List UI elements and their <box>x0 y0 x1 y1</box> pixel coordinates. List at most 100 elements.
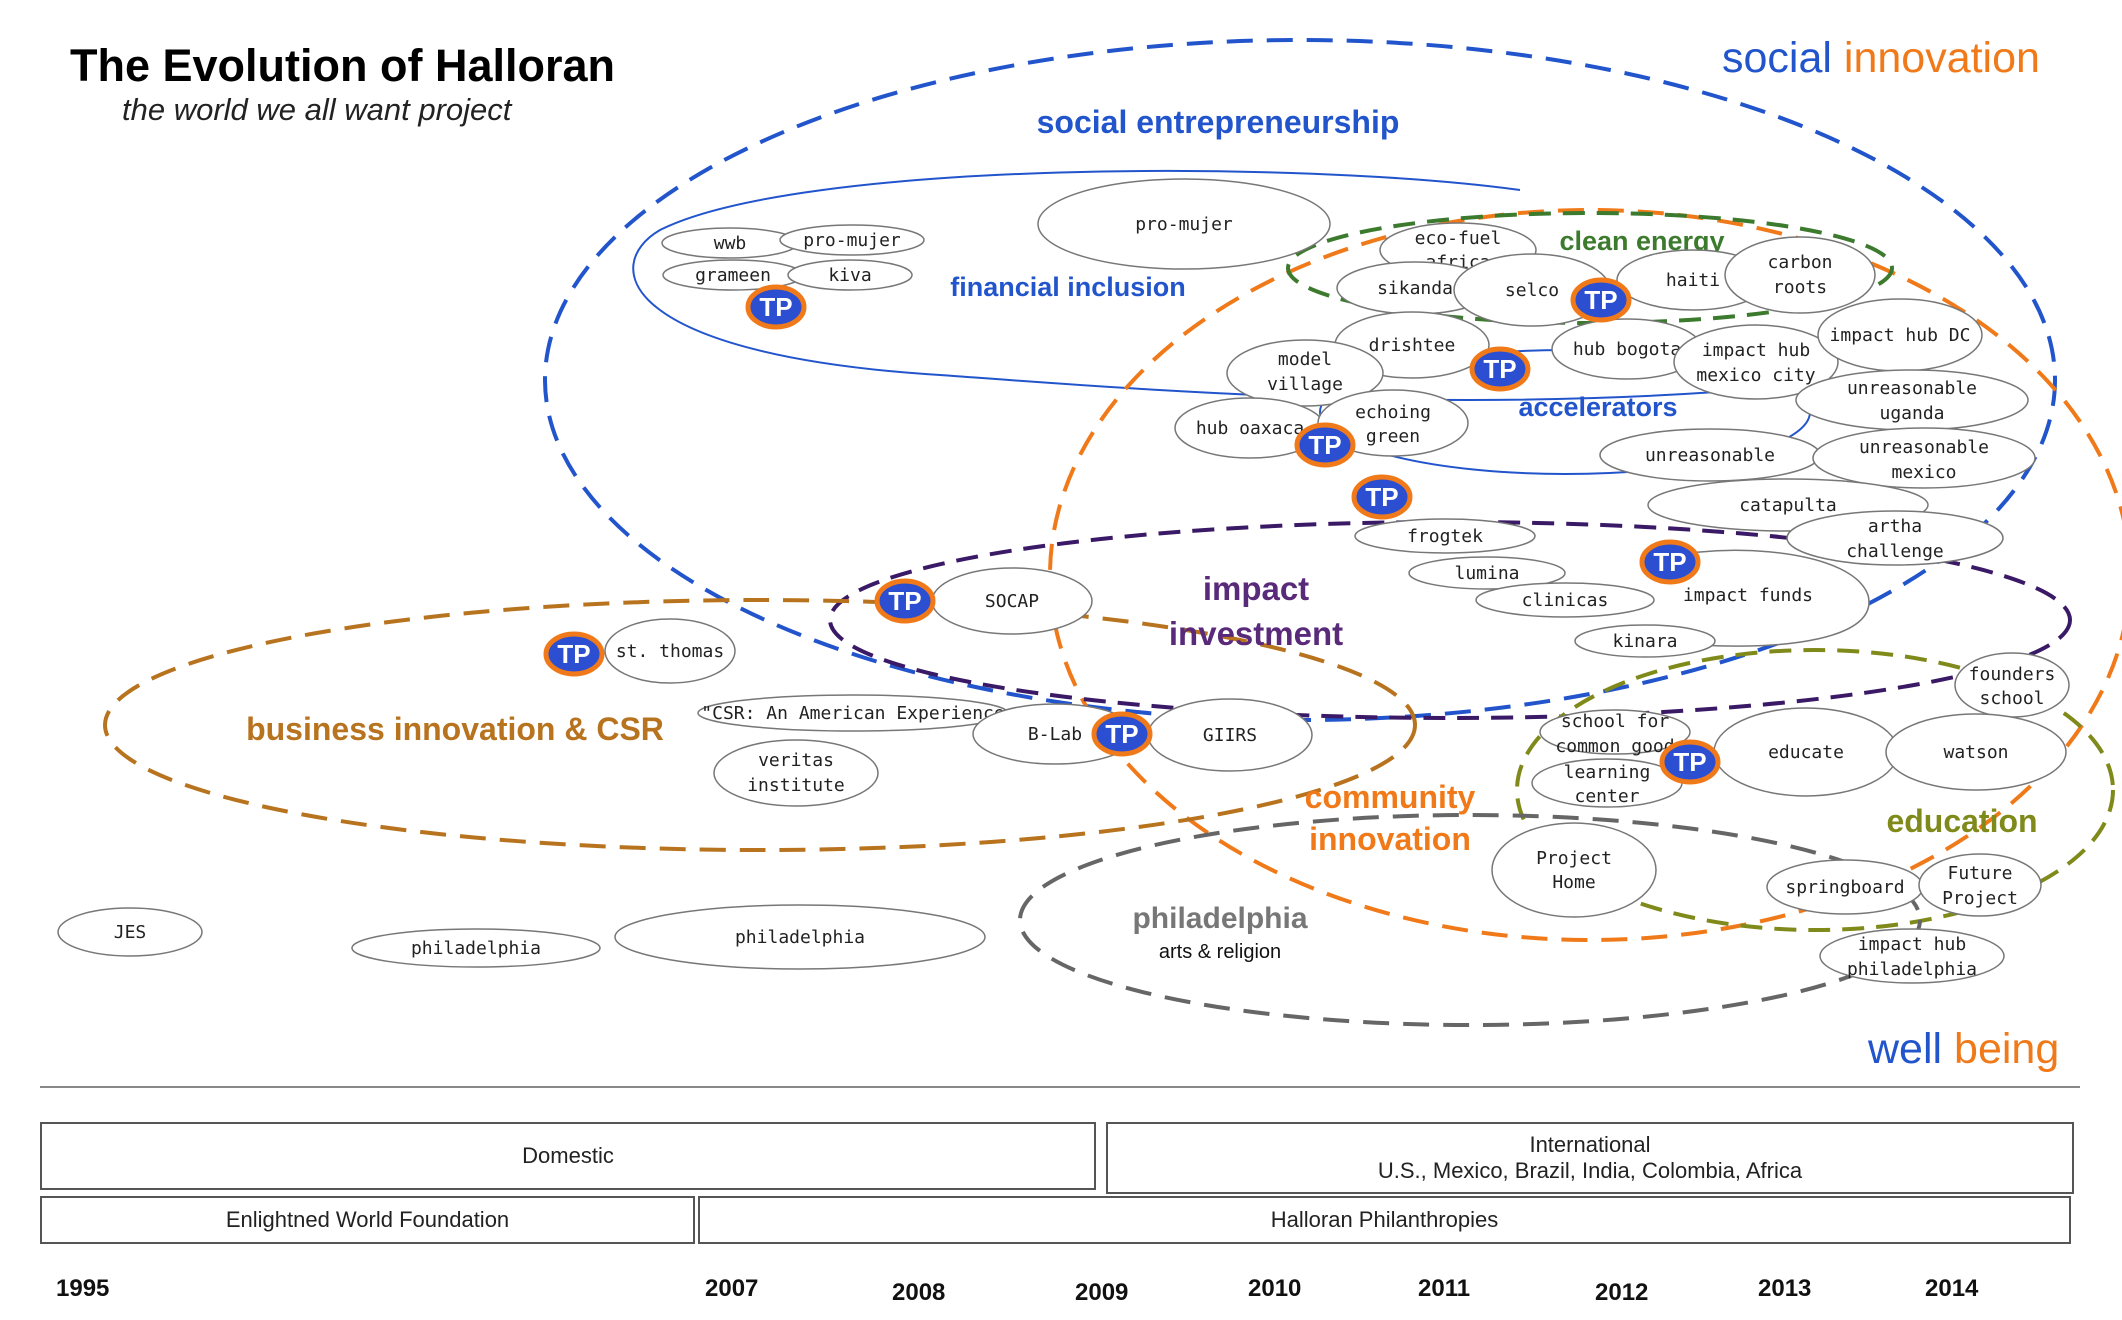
international-countries: U.S., Mexico, Brazil, India, Colombia, A… <box>1377 1158 1803 1183</box>
node-impact-hub-dc: impact hub DC <box>1817 298 1983 372</box>
halloran-philanthropies-label: Halloran Philanthropies <box>1270 1206 1499 1232</box>
domestic-label: Domestic <box>522 1142 614 1168</box>
business-innovation-region <box>103 598 1417 852</box>
svg-text:sikanda: sikanda <box>1377 278 1453 299</box>
svg-text:clinicas: clinicas <box>1522 590 1609 611</box>
svg-text:kiva: kiva <box>828 265 871 286</box>
community-innovation-label-2: innovation <box>1309 821 1471 857</box>
svg-text:model: model <box>1278 349 1332 370</box>
financial-inclusion-label: financial inclusion <box>950 272 1186 302</box>
node-founders-school: founders school <box>1954 652 2070 718</box>
node-impact-hub-mexico: impact hub mexico city <box>1673 324 1839 400</box>
svg-text:catapulta: catapulta <box>1739 495 1837 516</box>
node-sikanda: sikanda <box>1336 261 1494 315</box>
node-philadelphia-2: philadelphia <box>614 904 986 970</box>
year-2009: 2009 <box>1075 1279 1129 1306</box>
arts-religion-label: arts & religion <box>1159 941 1281 963</box>
node-model-village: model village <box>1226 339 1384 407</box>
svg-text:drishtee: drishtee <box>1369 335 1456 356</box>
svg-text:carbon: carbon <box>1767 252 1832 273</box>
education-label: education <box>1886 803 2037 839</box>
tp-badge-b-lab: TP <box>1091 711 1153 757</box>
node-kiva: kiva <box>787 259 913 291</box>
node-jes: JES <box>57 907 203 957</box>
tp-badge-hub-bogota: TP <box>1469 346 1531 392</box>
international-label: International <box>1529 1131 1651 1157</box>
svg-text:watson: watson <box>1943 742 2008 763</box>
svg-text:springboard: springboard <box>1785 877 1904 898</box>
node-hub-bogota: hub bogota <box>1551 318 1703 380</box>
node-future-project: Future Project <box>1918 853 2042 917</box>
tp-badge-socap: TP <box>874 578 936 624</box>
svg-text:artha: artha <box>1868 516 1922 537</box>
impact-investment-label-2: investment <box>1169 615 1343 652</box>
node-kinara: kinara <box>1574 624 1716 658</box>
impact-investment-label-1: impact <box>1203 570 1309 607</box>
year-2010: 2010 <box>1248 1275 1302 1302</box>
svg-text:TP: TP <box>1584 285 1617 315</box>
svg-text:center: center <box>1574 786 1639 807</box>
community-innovation-label-1: community <box>1305 779 1476 815</box>
svg-text:common good: common good <box>1555 736 1674 757</box>
social-innovation-heading: social innovation <box>1722 34 2040 83</box>
svg-text:TP: TP <box>1105 719 1138 749</box>
tp-badge-frogtek: TP <box>1351 474 1413 520</box>
tp-badge-st-thomas: TP <box>543 631 605 677</box>
svg-text:veritas: veritas <box>758 750 834 771</box>
accelerators-label: accelerators <box>1518 392 1677 422</box>
year-2007: 2007 <box>705 1275 759 1302</box>
tp-badge-hub-oaxaca: TP <box>1294 422 1356 468</box>
node-school-common-good: school for common good <box>1539 709 1691 757</box>
svg-text:st. thomas: st. thomas <box>616 641 724 662</box>
node-educate: educate <box>1713 707 1899 797</box>
enlightened-world-box: Enlightned World Foundation <box>40 1196 695 1244</box>
philadelphia-region-label: philadelphia <box>1132 902 1307 935</box>
svg-text:haiti: haiti <box>1666 270 1720 291</box>
node-frogtek: frogtek <box>1354 518 1536 554</box>
svg-text:TP: TP <box>888 586 921 616</box>
svg-text:Future: Future <box>1947 863 2012 884</box>
node-unreasonable-uganda: unreasonable uganda <box>1795 369 2029 431</box>
halloran-philanthropies-box: Halloran Philanthropies <box>698 1196 2071 1244</box>
tp-badge-grameen: TP <box>745 284 807 330</box>
node-learning-center: learning center <box>1531 758 1683 808</box>
svg-text:TP: TP <box>1365 482 1398 512</box>
svg-text:learning: learning <box>1564 762 1651 783</box>
education-region <box>1515 648 2115 932</box>
svg-text:TP: TP <box>1673 747 1706 777</box>
svg-text:village: village <box>1267 374 1343 395</box>
svg-text:pro-mujer: pro-mujer <box>803 230 901 251</box>
svg-text:selco: selco <box>1505 280 1559 301</box>
node-b-lab: B-Lab <box>972 703 1138 765</box>
svg-text:roots: roots <box>1773 277 1827 298</box>
year-2014: 2014 <box>1925 1275 1979 1302</box>
node-selco: selco <box>1453 253 1611 327</box>
svg-text:hub bogota: hub bogota <box>1573 339 1681 360</box>
svg-text:philadelphia: philadelphia <box>411 938 541 959</box>
svg-text:wwb: wwb <box>714 233 747 254</box>
svg-text:TP: TP <box>557 639 590 669</box>
tp-badge-learning-center: TP <box>1659 739 1721 785</box>
node-unreasonable-mexico: unreasonable mexico <box>1812 427 2036 489</box>
svg-text:challenge: challenge <box>1846 541 1944 562</box>
svg-text:JES: JES <box>114 922 147 943</box>
svg-text:Project: Project <box>1942 888 2018 909</box>
philadelphia-region <box>1018 813 1922 1027</box>
svg-text:GIIRS: GIIRS <box>1203 725 1257 746</box>
svg-text:TP: TP <box>759 292 792 322</box>
domestic-box: Domestic <box>40 1122 1096 1190</box>
being-word: being <box>1954 1025 2060 1073</box>
well-being-heading: well being <box>1868 1025 2059 1074</box>
social-entrepreneurship-label: social entrepreneurship <box>1037 104 1400 140</box>
node-pro-mujer-small: pro-mujer <box>779 224 925 256</box>
svg-text:impact hub DC: impact hub DC <box>1830 325 1971 346</box>
node-csr-book: "CSR: An American Experience <box>697 694 1009 732</box>
node-veritas-institute: veritas institute <box>713 739 879 807</box>
svg-text:impact funds: impact funds <box>1683 585 1813 606</box>
node-impact-funds: impact funds <box>1639 549 1870 647</box>
well-word: well <box>1868 1025 1943 1073</box>
svg-text:impact hub: impact hub <box>1702 340 1810 361</box>
svg-text:school: school <box>1979 688 2044 709</box>
svg-text:frogtek: frogtek <box>1407 526 1483 547</box>
